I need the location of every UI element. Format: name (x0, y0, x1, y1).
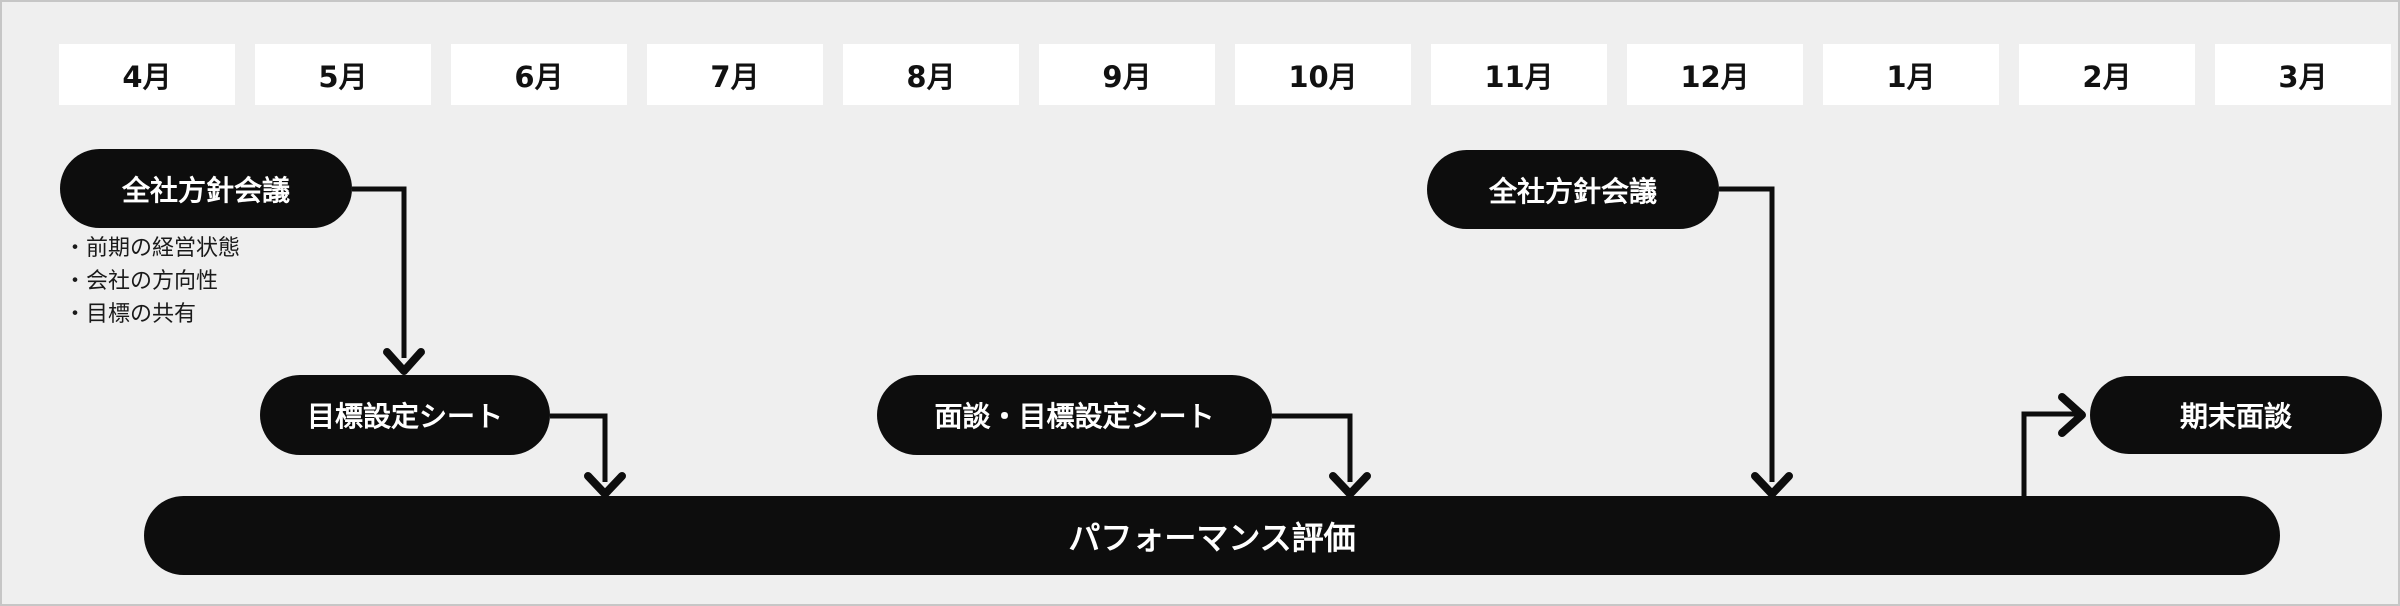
month-label: 2月 (2082, 59, 2132, 94)
node-label: 全社方針会議 (1488, 174, 1657, 208)
policy-meeting-notes: ・前期の経営状態 ・会社の方向性 ・目標の共有 (64, 232, 240, 331)
month-label: 9月 (1102, 59, 1152, 94)
note-item: ・会社の方向性 (64, 269, 219, 294)
node-final-interview: 期末面談 (2090, 376, 2382, 454)
performance-review-bar: パフォーマンス評価 (144, 496, 2280, 575)
month-box-january: 1月 (1823, 44, 1999, 105)
month-label: 8月 (906, 59, 956, 94)
month-label: 1月 (1886, 59, 1936, 94)
node-policy-meeting-start: 全社方針会議 (60, 149, 352, 228)
node-interview-goal-setting-sheet: 面談・目標設定シート (877, 375, 1272, 455)
month-label: 7月 (710, 59, 760, 94)
node-label: 面談・目標設定シート (934, 400, 1215, 433)
month-box-july: 7月 (647, 44, 823, 105)
arrow-goal-sheet-to-bar (550, 413, 626, 498)
arrow-interview-sheet-to-bar (1272, 413, 1371, 498)
month-label: 6月 (514, 59, 564, 94)
month-label: 11月 (1484, 59, 1554, 94)
month-box-march: 3月 (2215, 44, 2391, 105)
month-box-april: 4月 (59, 44, 235, 105)
month-label: 3月 (2278, 59, 2328, 94)
month-label: 12月 (1680, 59, 1750, 94)
arrow-policy1-to-goal-sheet (352, 186, 425, 375)
note-item: ・目標の共有 (64, 302, 197, 327)
month-box-may: 5月 (255, 44, 431, 105)
month-box-november: 11月 (1431, 44, 1607, 105)
node-label: 期末面談 (2179, 400, 2292, 433)
month-box-february: 2月 (2019, 44, 2195, 105)
month-box-december: 12月 (1627, 44, 1803, 105)
node-policy-meeting-mid: 全社方針会議 (1427, 150, 1719, 229)
month-box-june: 6月 (451, 44, 627, 105)
node-label: 目標設定シート (306, 400, 503, 433)
month-label: 5月 (318, 59, 368, 94)
node-goal-setting-sheet: 目標設定シート (260, 375, 550, 455)
month-label: 10月 (1288, 59, 1358, 94)
month-box-september: 9月 (1039, 44, 1215, 105)
bar-label: パフォーマンス評価 (1068, 518, 1356, 557)
arrow-policy2-to-bar (1719, 186, 1793, 498)
arrow-bar-to-final-interview (2021, 393, 2086, 496)
month-row: 4月 5月 6月 7月 8月 9月 10月 11月 12月 1月 2月 3月 (59, 44, 2391, 105)
month-box-august: 8月 (843, 44, 1019, 105)
node-label: 全社方針会議 (121, 173, 290, 207)
note-item: ・前期の経営状態 (64, 236, 241, 261)
month-label: 4月 (122, 59, 172, 94)
month-box-october: 10月 (1235, 44, 1411, 105)
